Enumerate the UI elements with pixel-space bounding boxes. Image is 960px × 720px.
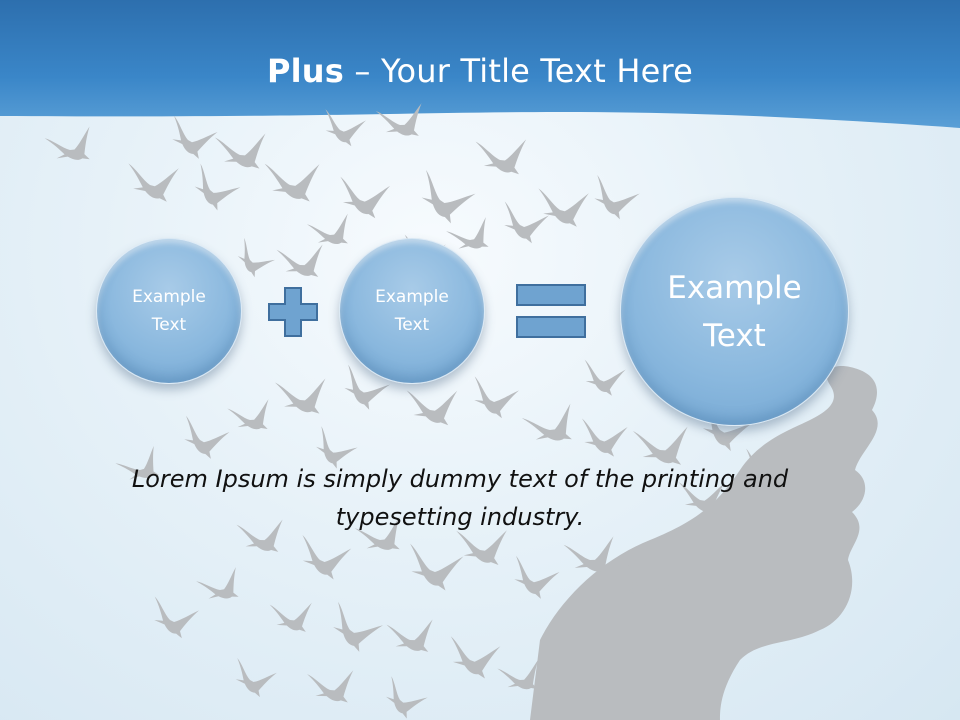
circle-operand-2: Example Text [339, 238, 485, 384]
header-band [0, 0, 960, 128]
circle-result-label: Example Text [667, 269, 802, 354]
title-rest: – Your Title Text Here [344, 52, 694, 90]
head-silhouette [530, 365, 878, 720]
circle-result: Example Text [620, 197, 849, 426]
plus-icon [268, 287, 318, 337]
page-title: Plus – Your Title Text Here [0, 52, 960, 90]
circle-operand-1: Example Text [96, 238, 242, 384]
title-bold: Plus [266, 52, 345, 90]
equals-icon [516, 284, 586, 338]
circle-operand-2-label: Example Text [375, 287, 449, 335]
circle-operand-1-label: Example Text [132, 287, 206, 335]
body-text: Lorem Ipsum is simply dummy text of the … [131, 465, 789, 531]
